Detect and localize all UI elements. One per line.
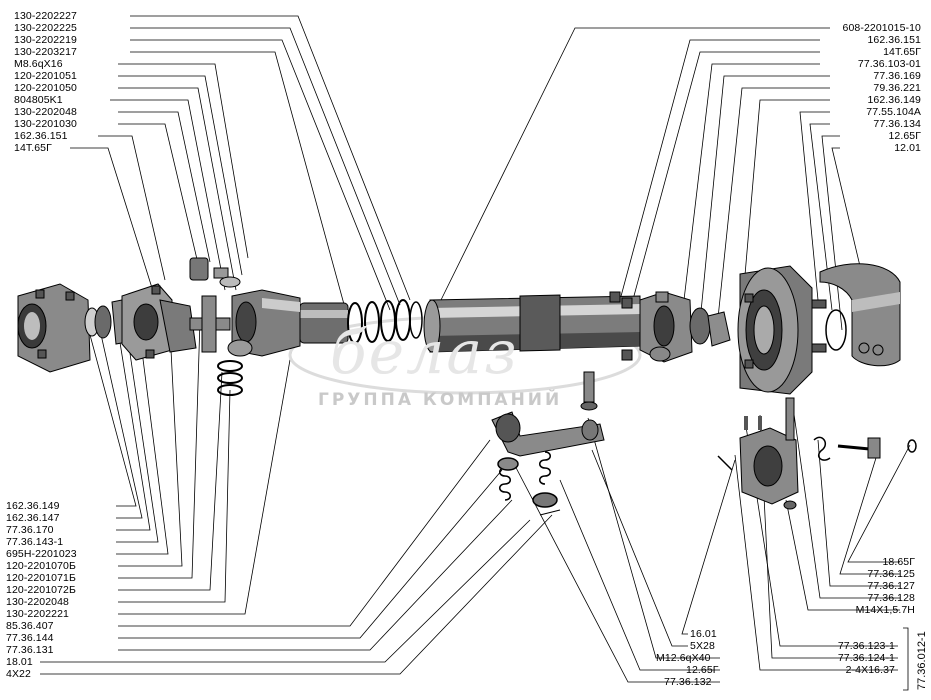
part-label: 130-2202219 bbox=[14, 34, 77, 46]
part-label: 77.36.103-01 bbox=[857, 58, 921, 70]
brake-drum bbox=[737, 265, 827, 395]
universal-joint-cross-left bbox=[189, 257, 243, 396]
part-label: 12.65Г bbox=[888, 130, 921, 142]
part-label: 18.65Г bbox=[882, 556, 915, 568]
left-cross-yoke bbox=[121, 283, 197, 361]
part-label: 130-2202048 bbox=[14, 106, 77, 118]
watermark-logo: белаз bbox=[330, 318, 519, 388]
part-label: 77.36.169 bbox=[873, 70, 921, 82]
part-label: 120-2201070Б bbox=[6, 560, 76, 572]
part-label: 77.36.144 bbox=[6, 632, 54, 644]
part-label: 130-2202048 bbox=[6, 596, 69, 608]
part-label: 4X22 bbox=[6, 668, 31, 680]
part-label: 16.01 bbox=[690, 628, 717, 640]
left-flange-yoke bbox=[17, 283, 91, 373]
leader-lines bbox=[40, 15, 911, 691]
part-label: 162.36.147 bbox=[6, 512, 60, 524]
part-label: 608-2201015-10 bbox=[842, 22, 921, 34]
part-label: 77.36.125 bbox=[867, 568, 915, 580]
driveshaft-tube bbox=[299, 294, 641, 353]
clamp-pin-spring bbox=[813, 436, 917, 461]
part-label: 162.36.149 bbox=[6, 500, 60, 512]
part-label: 77.36.132 bbox=[664, 676, 712, 688]
part-label: 130-2202227 bbox=[14, 10, 77, 22]
part-label: М14X1,5.7Н bbox=[855, 604, 915, 616]
part-label: 85.36.407 bbox=[6, 620, 54, 632]
part-label: 120-2201072Б bbox=[6, 584, 76, 596]
part-label: 18.01 bbox=[6, 656, 33, 668]
part-label: 162.36.151 bbox=[867, 34, 921, 46]
part-label: М12.6qX40 bbox=[656, 652, 711, 664]
group-code-text: 77.36.012-1 bbox=[916, 631, 928, 690]
cable-clamp bbox=[717, 397, 799, 510]
part-label: 120-2201051 bbox=[14, 70, 77, 82]
part-label: 120-2201050 bbox=[14, 82, 77, 94]
part-label: 14Т.65Г bbox=[14, 142, 52, 154]
part-label: 130-2203217 bbox=[14, 46, 77, 58]
part-label: 77.36.170 bbox=[6, 524, 54, 536]
part-label: 130-2202225 bbox=[14, 22, 77, 34]
part-label: 77.36.131 bbox=[6, 644, 54, 656]
part-label: 162.36.149 bbox=[867, 94, 921, 106]
watermark-company: ГРУППА КОМПАНИЙ bbox=[318, 390, 563, 410]
group-code-vertical: 77.36.012-1 bbox=[898, 628, 928, 694]
part-label: 77.36.128 bbox=[867, 592, 915, 604]
part-label: 77.36.123-1 bbox=[837, 640, 895, 652]
lever-springs bbox=[497, 451, 561, 516]
part-label: 2-4X16.37 bbox=[845, 664, 895, 676]
brake-shield bbox=[819, 263, 901, 367]
part-label: 79.36.221 bbox=[873, 82, 921, 94]
part-label: 77.36.134 bbox=[873, 118, 921, 130]
part-label: 12.65Г bbox=[686, 664, 719, 676]
part-label: 77.36.124-1 bbox=[837, 652, 895, 664]
brake-lever bbox=[491, 371, 605, 457]
part-label: 162.36.151 bbox=[14, 130, 68, 142]
part-label: 120-2201071Б bbox=[6, 572, 76, 584]
part-label: 14Т.65Г bbox=[883, 46, 921, 58]
right-cross-yoke bbox=[609, 291, 731, 363]
slip-yoke bbox=[227, 289, 301, 357]
part-label: 12.01 bbox=[894, 142, 921, 154]
part-label: 804805K1 bbox=[14, 94, 63, 106]
part-label: 695Н-2201023 bbox=[6, 548, 77, 560]
part-label: 77.36.127 bbox=[867, 580, 915, 592]
part-label: 77.55.104А bbox=[866, 106, 921, 118]
part-label: 130-2201030 bbox=[14, 118, 77, 130]
part-label: 77.36.143-1 bbox=[6, 536, 64, 548]
part-label: 5X28 bbox=[690, 640, 715, 652]
part-label: М8.6qX16 bbox=[14, 58, 63, 70]
part-label: 130-2202221 bbox=[6, 608, 69, 620]
